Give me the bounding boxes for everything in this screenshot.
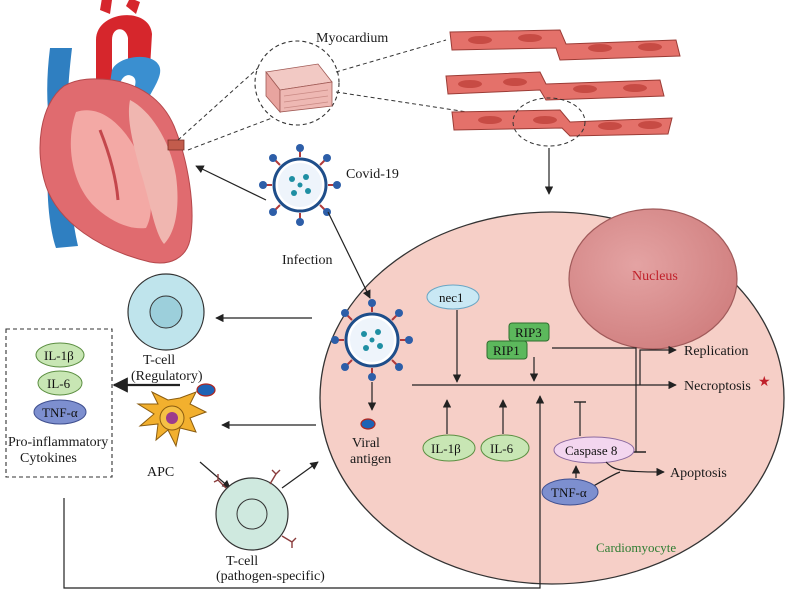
nucleus — [568, 208, 738, 350]
intracellular-virus-icon — [331, 299, 413, 381]
star-icon: ★ — [758, 374, 771, 390]
caspase8-label: Caspase 8 — [565, 443, 617, 458]
covid-virus-icon — [259, 144, 341, 226]
connector-zoom-tissue-top — [335, 39, 447, 73]
arrow-apc-to-tcell — [199, 461, 231, 489]
nucleus-label: Nucleus — [632, 269, 678, 284]
tnf-cell-pill — [541, 478, 599, 506]
arrow-cytokine-feedback — [63, 395, 545, 589]
viral-antigen-label-2: antigen — [350, 452, 391, 467]
tcell-pathogen-nucleus — [236, 498, 268, 530]
cyto-il1b-pill — [35, 342, 85, 368]
tissue-highlight-circle — [512, 97, 586, 147]
arrow-infection — [327, 211, 371, 299]
connector-heart-zoom-top — [177, 67, 259, 141]
infection-label: Infection — [282, 253, 333, 268]
cyto-il6-pill — [37, 370, 83, 396]
viral-antigen-icon — [360, 418, 376, 430]
connector-heart-zoom-bottom — [187, 117, 273, 151]
myocardium-zoom — [254, 40, 340, 126]
cyto-tnf-label: TNF-α — [42, 405, 78, 420]
viral-antigen-label-1: Viral — [352, 436, 380, 451]
arrow-tcell-to-cell — [281, 461, 319, 489]
tcell-receptors — [213, 469, 297, 548]
cyto-il1b-label: IL-1β — [44, 348, 74, 363]
cardiomyocyte-label: Cardiomyocyte — [596, 540, 676, 555]
arrow-to-apoptosis — [605, 461, 665, 477]
inhibit-rip-to-apoptosis — [552, 347, 637, 452]
tnf-cell-label: TNF-α — [551, 485, 587, 500]
nec1-label: nec1 — [439, 290, 464, 305]
arrow-virus-to-heart — [195, 165, 267, 201]
heart-illustration — [39, 0, 193, 264]
cyto-il6-label: IL-6 — [47, 376, 71, 391]
il6-cell-pill — [480, 434, 530, 462]
rip3-label: RIP3 — [515, 325, 542, 340]
rip3-box — [508, 322, 550, 342]
il1b-cell-pill — [422, 434, 476, 462]
proinflam-label-1: Pro-inflammatory — [8, 435, 108, 450]
tcell-path-label-2: (pathogen-specific) — [216, 569, 325, 584]
apc-cell — [136, 383, 216, 448]
replication-label: Replication — [684, 344, 749, 359]
apoptosis-label: Apoptosis — [670, 466, 727, 481]
il1b-cell-label: IL-1β — [431, 441, 461, 456]
cyto-tnf-pill — [33, 399, 87, 425]
tcell-path-label-1: T-cell — [226, 554, 258, 569]
tcell-reg-label-1: T-cell — [143, 353, 175, 368]
arrow-replication — [639, 345, 677, 385]
il6-cell-label: IL-6 — [490, 441, 514, 456]
tcell-reg-label-2: (Regulatory) — [131, 369, 203, 384]
apc-label: APC — [147, 465, 174, 480]
necroptosis-label: Necroptosis — [684, 379, 751, 394]
covid-label: Covid-19 — [346, 167, 399, 182]
rip1-box — [486, 340, 528, 360]
cardiac-tissue — [445, 29, 681, 137]
nec1-pill — [426, 284, 480, 310]
rip1-label: RIP1 — [493, 343, 520, 358]
caspase8-pill — [553, 436, 635, 464]
tcell-regulatory-nucleus — [149, 295, 183, 329]
proinflam-label-2: Cytokines — [20, 451, 77, 466]
myocardium-label: Myocardium — [316, 31, 388, 46]
